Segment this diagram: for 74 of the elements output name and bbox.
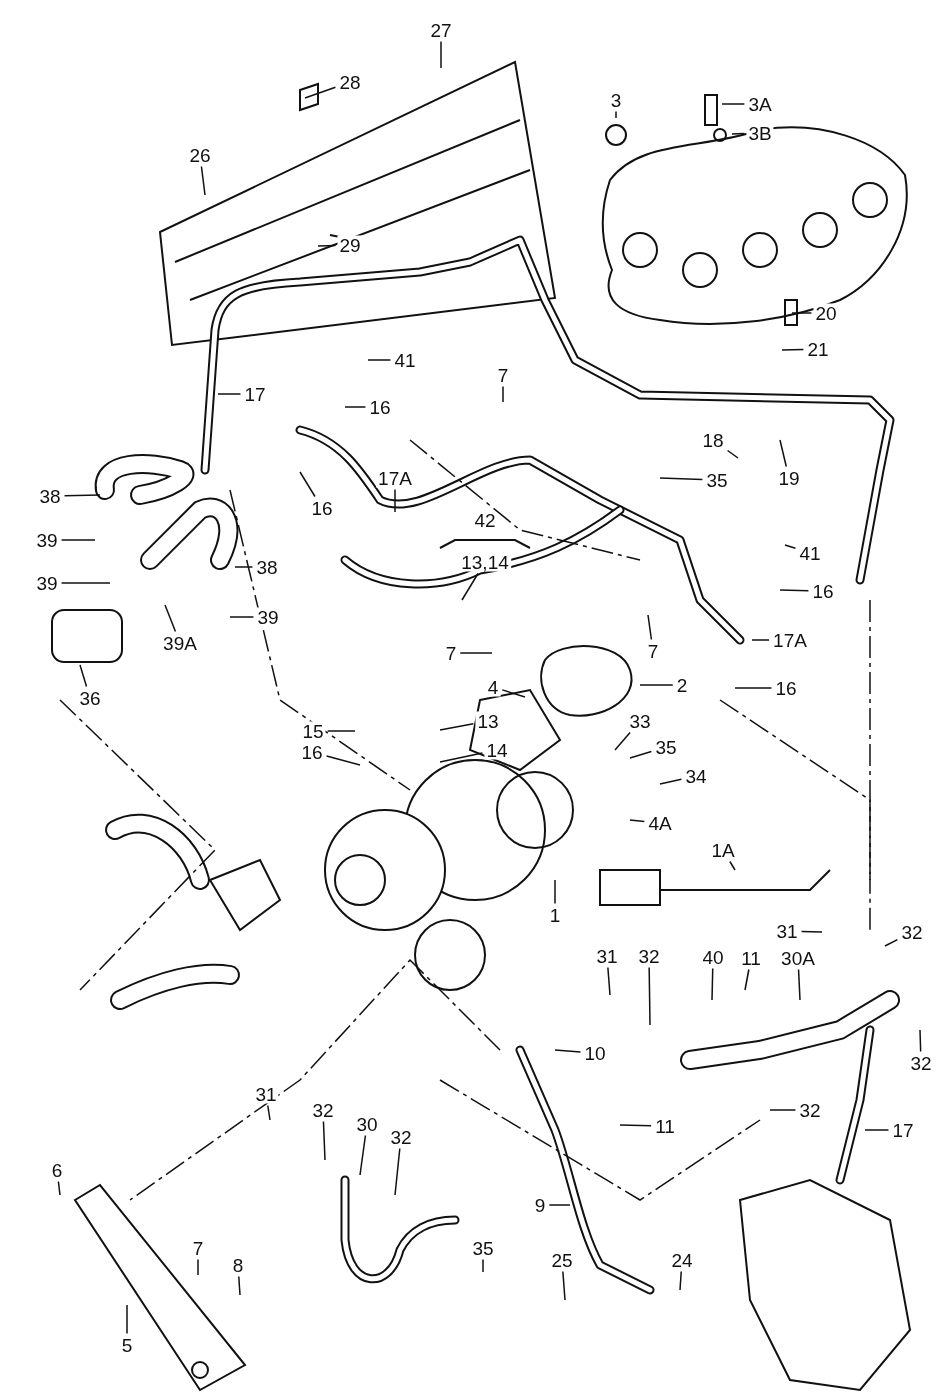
leader-line bbox=[461, 572, 479, 601]
leader-line bbox=[238, 1275, 241, 1296]
leader-line bbox=[781, 348, 805, 351]
leader-line bbox=[784, 544, 797, 550]
leader-line bbox=[729, 860, 736, 871]
leader-line bbox=[711, 967, 714, 1001]
callout-number: 15 bbox=[300, 721, 326, 741]
leader-line bbox=[721, 103, 746, 105]
leader-line bbox=[562, 1270, 566, 1301]
leader-line bbox=[459, 652, 493, 654]
leader-line bbox=[769, 1109, 797, 1111]
leader-line bbox=[200, 165, 206, 196]
leader-line bbox=[60, 539, 96, 541]
leader-line bbox=[614, 731, 631, 751]
leader-line bbox=[800, 930, 823, 933]
leader-line bbox=[217, 393, 242, 395]
leader-line bbox=[726, 449, 739, 459]
leader-line bbox=[554, 879, 556, 905]
leader-line bbox=[734, 687, 773, 689]
leader-line bbox=[791, 312, 813, 314]
leader-line bbox=[126, 1304, 128, 1335]
leader-line bbox=[919, 1029, 922, 1053]
leader-line bbox=[344, 406, 367, 408]
leader-line bbox=[359, 1134, 367, 1176]
leader-line bbox=[317, 244, 337, 247]
leader-line bbox=[659, 477, 704, 481]
leader-line bbox=[322, 1120, 326, 1161]
leader-line bbox=[439, 723, 475, 731]
leader-line bbox=[659, 778, 683, 785]
leader-line bbox=[647, 614, 653, 641]
leader-line bbox=[731, 132, 746, 135]
callout-number: 20 bbox=[813, 303, 839, 323]
leader-line bbox=[394, 1147, 401, 1196]
leader-line bbox=[326, 730, 356, 732]
leader-line bbox=[751, 639, 770, 641]
leader-line bbox=[744, 968, 750, 991]
leader-line bbox=[884, 938, 899, 947]
leader-line bbox=[797, 968, 801, 1001]
leader-line bbox=[439, 752, 484, 763]
leader-line bbox=[615, 110, 617, 119]
leader-line bbox=[629, 750, 653, 759]
leader-line bbox=[619, 1124, 652, 1127]
leader-line bbox=[57, 1180, 61, 1196]
leader-line bbox=[394, 488, 396, 513]
leader-line bbox=[629, 819, 646, 823]
leader-line bbox=[779, 589, 810, 592]
leader-line bbox=[679, 1270, 682, 1291]
leader-line bbox=[197, 1258, 199, 1276]
leader-line bbox=[229, 616, 255, 618]
leader-line bbox=[79, 664, 88, 688]
leader-line bbox=[267, 1104, 271, 1121]
leader-line bbox=[639, 684, 674, 686]
leader-line bbox=[299, 471, 316, 498]
leader-line bbox=[864, 1129, 890, 1131]
leader-line bbox=[501, 689, 526, 698]
leader-line bbox=[304, 86, 337, 99]
leader-line bbox=[440, 40, 442, 69]
callout-number: 13 bbox=[475, 711, 501, 731]
leader-line bbox=[779, 439, 788, 468]
leader-line bbox=[607, 966, 611, 996]
leader-line bbox=[325, 755, 361, 766]
leader-line bbox=[367, 359, 392, 361]
leader-line bbox=[164, 604, 177, 633]
callout-number: 42 bbox=[474, 510, 496, 530]
leader-line bbox=[548, 1204, 571, 1206]
leader-line bbox=[63, 494, 101, 497]
leader-line bbox=[554, 1049, 582, 1053]
leader-line bbox=[648, 966, 651, 1026]
leader-line bbox=[482, 1258, 484, 1273]
callout-number: 29 bbox=[337, 235, 363, 255]
leader-line bbox=[502, 385, 504, 403]
leader-line bbox=[60, 582, 111, 584]
callout-number: 39 bbox=[255, 607, 281, 627]
leader-line bbox=[234, 566, 254, 568]
